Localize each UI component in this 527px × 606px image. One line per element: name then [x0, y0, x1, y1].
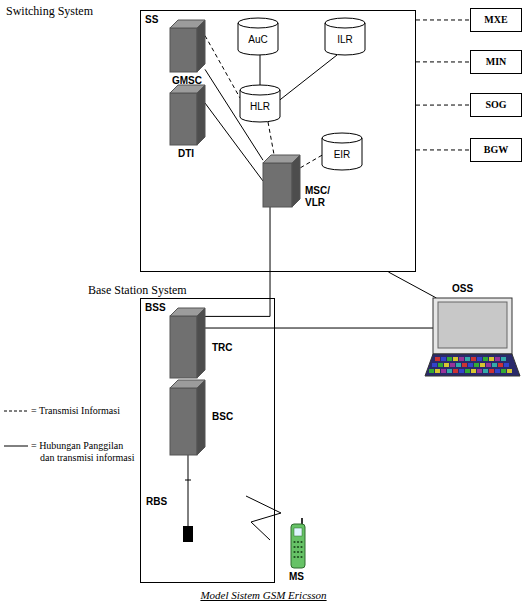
- cuboid-shape: [170, 308, 205, 378]
- information-link: [416, 105, 470, 106]
- database-cylinder: HLR: [240, 85, 280, 122]
- element-label: RBS: [146, 496, 167, 508]
- dashed-line-sample: [4, 411, 28, 412]
- information-link: [416, 19, 470, 20]
- information-link: [416, 61, 470, 62]
- call-link: [205, 207, 270, 316]
- external-node-box: SOG: [470, 93, 522, 117]
- region-heading: Base Station System: [88, 283, 187, 297]
- antenna-shape: [178, 476, 198, 544]
- switching-system-region: Switching SystemSSGMSCAuCILRHLRDTIEIRMSC…: [140, 10, 416, 272]
- solid-line-sample: [4, 446, 28, 447]
- figure-caption: Model Sistem GSM Ericsson: [0, 589, 527, 602]
- call-link: [205, 328, 433, 329]
- information-link: [300, 155, 322, 168]
- database-label: ILR: [325, 34, 365, 46]
- cuboid-shape: [170, 20, 205, 72]
- external-node-box: MIN: [470, 50, 522, 74]
- region-code: SS: [145, 14, 158, 26]
- element-label: OSS: [452, 283, 473, 295]
- network-element-box: BSC: [170, 380, 205, 455]
- external-label: BGW: [471, 144, 521, 156]
- element-label: TRC: [212, 342, 233, 354]
- cuboid-shape: [263, 155, 300, 207]
- cuboid-shape: [170, 380, 205, 455]
- element-label: MSC/ VLR: [305, 185, 335, 209]
- network-element-box: TRC: [170, 308, 205, 378]
- call-link: [280, 55, 337, 100]
- call-link: [388, 272, 436, 298]
- network-element-box: MSC/ VLR: [263, 155, 300, 207]
- network-element-box: GMSC: [170, 20, 205, 72]
- external-label: MXE: [471, 14, 521, 26]
- external-label: SOG: [471, 99, 521, 111]
- external-label: MIN: [471, 56, 521, 68]
- information-link: [205, 36, 240, 98]
- database-cylinder: ILR: [325, 18, 365, 55]
- element-label: BSC: [212, 411, 233, 423]
- antenna-symbol: RBS: [178, 476, 198, 544]
- call-link: [187, 455, 188, 476]
- region-code: BSS: [145, 302, 166, 314]
- database-label: AuC: [238, 34, 278, 46]
- legend-entry: = Transmisi Informasi: [31, 405, 120, 417]
- base-station-region: Base Station SystemBSSTRCBSCRBS: [140, 298, 275, 583]
- database-cylinder: EIR: [322, 133, 362, 170]
- cuboid-shape: [170, 85, 205, 145]
- legend-entry: = Hubungan Panggilan dan transmisi infor…: [31, 440, 137, 464]
- information-link: [268, 122, 274, 155]
- element-label: DTI: [178, 148, 194, 160]
- element-label: MS: [289, 571, 304, 583]
- region-heading: Switching System: [6, 4, 93, 18]
- laptop-shape: [425, 298, 520, 377]
- phone-shape: [290, 518, 306, 568]
- external-node-box: BGW: [470, 138, 522, 162]
- external-node-box: MXE: [470, 8, 522, 32]
- database-label: HLR: [240, 101, 280, 113]
- database-cylinder: AuC: [238, 18, 278, 55]
- call-link: [260, 55, 261, 85]
- database-label: EIR: [322, 149, 362, 161]
- terminal-laptop: OSS: [425, 298, 520, 377]
- radio-link-symbol: [246, 496, 281, 540]
- mobile-phone: MS: [290, 518, 306, 568]
- network-element-box: DTI: [170, 85, 205, 145]
- information-link: [416, 149, 470, 150]
